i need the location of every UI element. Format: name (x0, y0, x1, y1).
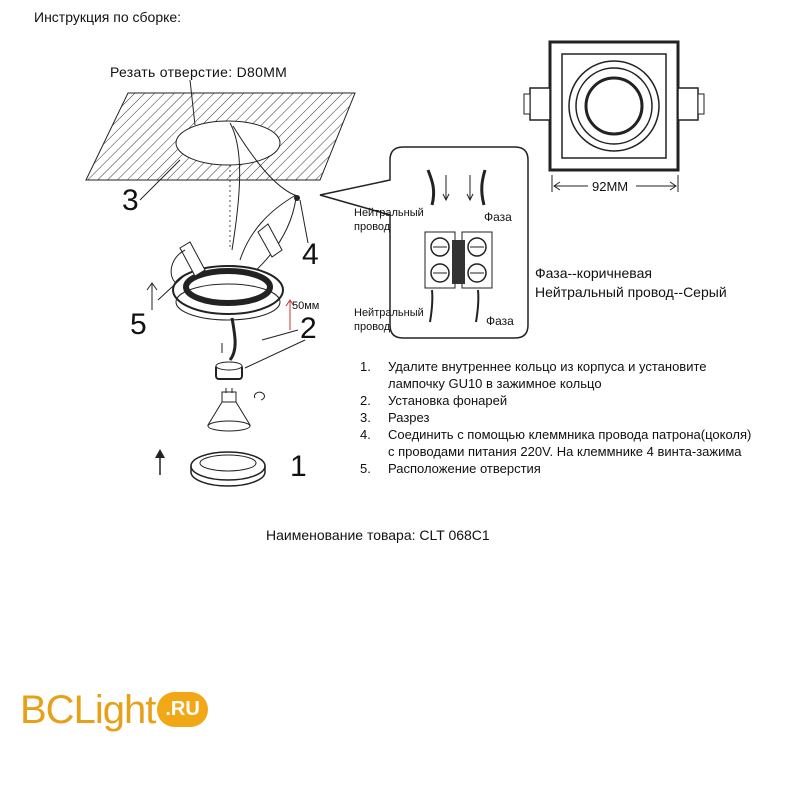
list-item: 2. Установка фонарей (360, 392, 760, 409)
step-number: 5. (360, 461, 371, 476)
legend-neutral: Нейтральный провод--Серый (535, 284, 727, 300)
product-name: Наименование товара: CLT 068C1 (266, 527, 490, 543)
terminal-inset (319, 146, 529, 339)
step-number: 4. (360, 427, 371, 442)
clearance-label: 50мм (292, 300, 320, 312)
inset-neutral-top: Нейтральный провод (354, 207, 424, 233)
step-text: Соединить с помощью клеммника провода па… (388, 427, 752, 459)
width-label: 92MM (592, 179, 629, 194)
inset-phase-top: Фаза (484, 210, 512, 224)
label-4: 4 (302, 238, 319, 271)
top-view-frame (523, 40, 705, 172)
step-text: Расположение отверстия (388, 461, 541, 476)
label-1: 1 (290, 450, 307, 483)
list-item: 1. Удалите внутреннее кольцо из корпуса … (360, 358, 760, 392)
bclight-logo[interactable]: BCLight .RU (20, 688, 208, 733)
inset-phase-bottom: Фаза (486, 314, 514, 328)
legend-phase: Фаза--коричневая (535, 265, 652, 281)
wire-color-legend: Фаза--коричневая Нейтральный провод--Сер… (535, 264, 727, 302)
step-text: Установка фонарей (388, 393, 508, 408)
steps-list: 1. Удалите внутреннее кольцо из корпуса … (360, 358, 760, 477)
cut-hole-label: Резать отверстие: D80MM (110, 64, 288, 80)
step-text: Удалите внутреннее кольцо из корпуса и у… (388, 359, 707, 391)
logo-text: BCLight (20, 688, 156, 732)
step-number: 3. (360, 410, 371, 425)
lamp-socket (215, 361, 243, 380)
step-number: 1. (360, 359, 371, 374)
spring-clips (170, 223, 283, 283)
label-2: 2 (300, 312, 317, 345)
list-item: 5. Расположение отверстия (360, 460, 760, 477)
list-item: 3. Разрез (360, 409, 760, 426)
housing-ring (172, 265, 284, 321)
step-text: Разрез (388, 410, 430, 425)
ceiling-slab (85, 92, 356, 181)
list-item: 4. Соединить с помощью клеммника провода… (360, 426, 760, 460)
inset-neutral-bottom: Нейтральный провод (354, 307, 424, 333)
label-5: 5 (130, 308, 147, 341)
label-3: 3 (122, 184, 139, 217)
gu10-bulb (207, 388, 251, 432)
inner-ring (190, 451, 266, 487)
step-number: 2. (360, 393, 371, 408)
logo-badge: .RU (157, 692, 208, 727)
page-title: Инструкция по сборке: (34, 9, 182, 25)
